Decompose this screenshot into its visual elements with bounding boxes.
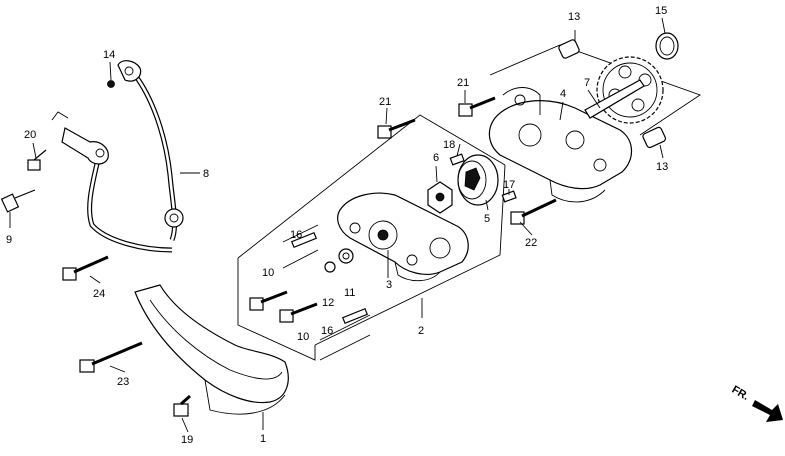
callout-21-b: 21 <box>457 77 469 89</box>
callout-15: 15 <box>655 5 667 17</box>
callout-12: 12 <box>322 297 334 309</box>
part-21-bolt-b <box>458 96 496 117</box>
part-20-bolt <box>27 149 47 171</box>
callout-16-b: 16 <box>321 325 333 337</box>
part-3-pump-body <box>337 192 469 282</box>
callout-1: 1 <box>260 433 266 445</box>
callout-23: 23 <box>117 376 129 388</box>
callout-9: 9 <box>6 234 12 246</box>
front-direction-arrow-icon <box>752 400 783 422</box>
part-5-outer-rotor <box>457 154 499 206</box>
callout-18: 18 <box>443 139 455 151</box>
part-6-inner-rotor <box>427 181 453 214</box>
callout-21-a: 21 <box>379 96 391 108</box>
part-19-bolt <box>173 394 191 417</box>
callout-10-a: 10 <box>262 267 274 279</box>
callout-13-b: 13 <box>656 161 668 173</box>
part-4-pump-housing <box>488 87 633 203</box>
callout-2: 2 <box>418 325 424 337</box>
callout-8: 8 <box>203 168 209 180</box>
part-9-bolt <box>0 189 36 213</box>
callout-24: 24 <box>93 288 105 300</box>
callout-22: 22 <box>525 237 537 249</box>
callout-5: 5 <box>484 213 490 225</box>
callout-6: 6 <box>433 152 439 164</box>
part-22-bolt <box>510 198 557 225</box>
part-8-oil-pipe <box>51 60 184 253</box>
part-1-cover-plate <box>134 284 289 430</box>
callout-10-b: 10 <box>297 331 309 343</box>
callout-19: 19 <box>181 434 193 446</box>
part-11-washer <box>338 248 354 264</box>
part-15-o-ring <box>655 32 679 60</box>
part-24-bolt <box>62 255 109 281</box>
part-14-washer <box>107 80 115 88</box>
callout-14: 14 <box>103 49 115 61</box>
leader-lines <box>9 17 666 433</box>
part-10-bolt-b <box>279 302 318 323</box>
part-10-bolt-a <box>249 290 288 311</box>
callout-7: 7 <box>584 77 590 89</box>
callout-11: 11 <box>344 287 355 299</box>
part-13-collar-b <box>642 126 667 149</box>
part-13-collar-a <box>558 39 580 59</box>
part-16-dowel-b <box>341 307 369 325</box>
callout-13-a: 13 <box>568 11 580 23</box>
part-21-bolt-a <box>377 118 416 139</box>
part-18-pin <box>449 153 465 166</box>
part-23-bolt <box>79 341 143 373</box>
callout-3: 3 <box>386 279 392 291</box>
callout-20: 20 <box>24 129 36 141</box>
part-12-washer <box>324 261 336 273</box>
callout-labels: 1 2 3 4 5 6 7 8 9 10 10 11 12 13 13 14 1… <box>6 5 668 446</box>
fasteners <box>0 32 679 417</box>
front-direction-indicator: FR. <box>730 384 783 422</box>
callout-4: 4 <box>560 88 566 100</box>
callout-17: 17 <box>503 179 515 191</box>
callout-16-a: 16 <box>290 229 302 241</box>
part-16-dowel-a <box>290 231 318 249</box>
part-7-pump-shaft <box>584 79 645 119</box>
assembly-frame-lines <box>237 44 701 361</box>
part-17-pin <box>501 190 517 203</box>
front-direction-label: FR. <box>730 384 751 403</box>
